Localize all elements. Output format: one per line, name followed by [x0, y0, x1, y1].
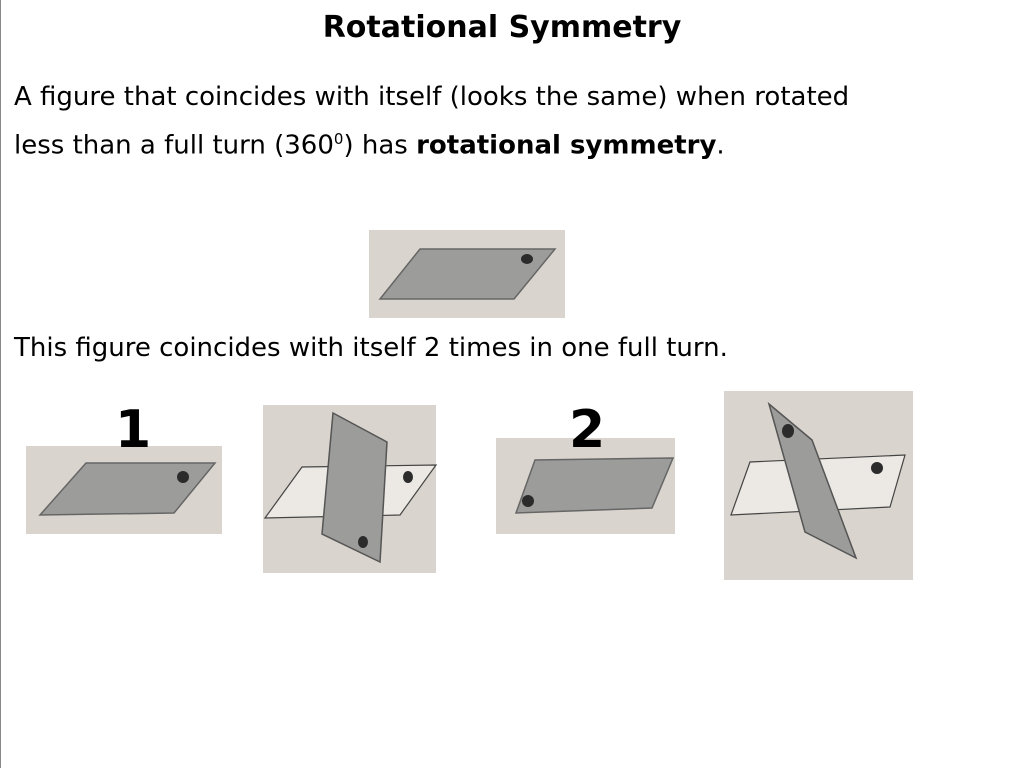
degree-superscript: 0 — [333, 130, 344, 148]
definition-line-1: A figure that coincides with itself (loo… — [14, 82, 850, 112]
step-label-1: 1 — [115, 400, 152, 460]
definition-line-2: less than a full turn (3600) has rotatio… — [14, 130, 725, 161]
figure-step-2-rotated — [724, 391, 913, 580]
caption: This figure coincides with itself 2 time… — [14, 333, 728, 363]
step-label-2: 2 — [569, 400, 606, 460]
key-term: rotational symmetry — [416, 130, 717, 161]
figure-step-2-start — [496, 438, 675, 534]
text: less than a full turn (360 — [14, 130, 334, 161]
slide-border — [0, 0, 1, 768]
figure-step-1-start — [26, 446, 222, 534]
slide-title: Rotational Symmetry — [322, 10, 682, 45]
text: ) has — [343, 130, 417, 161]
text: . — [716, 130, 725, 161]
figure-original — [369, 230, 565, 318]
figure-step-1-rotated — [263, 405, 438, 573]
